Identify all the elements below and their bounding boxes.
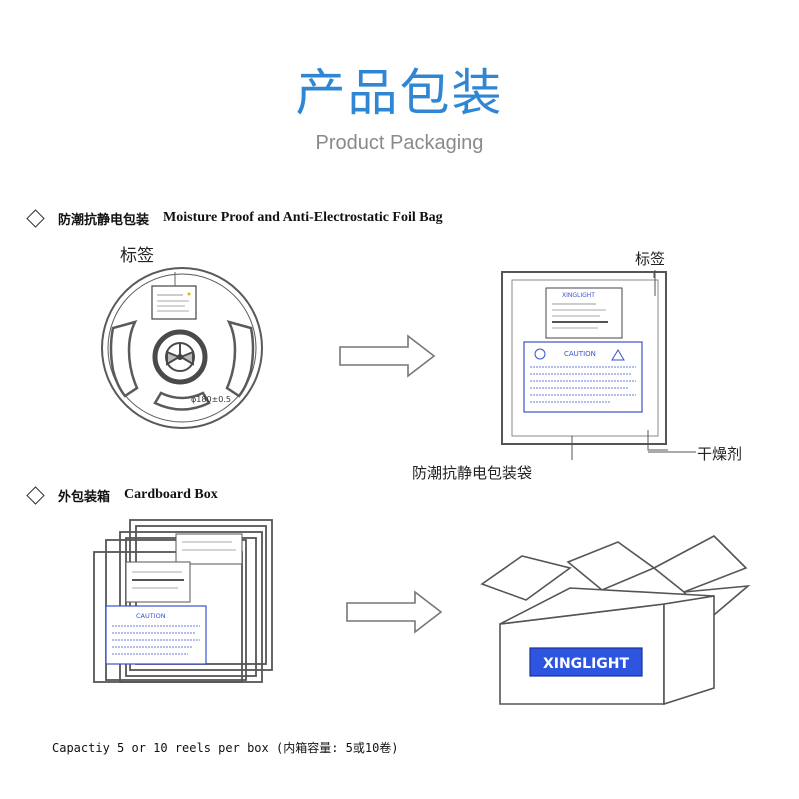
section-label-cn: 防潮抗静电包装 — [58, 212, 150, 228]
stacked-packages-diagram: CAUTION — [93, 519, 273, 683]
diamond-bullet-icon — [26, 208, 45, 228]
page-title: 产品包装 — [295, 64, 504, 122]
bag-label-leader — [654, 270, 656, 296]
arrow-right-icon — [339, 334, 436, 378]
stacked-label-stickers — [125, 533, 243, 603]
diamond-bullet-icon — [26, 485, 45, 505]
stacked-caution-label: CAUTION — [105, 605, 207, 665]
box-brand-text: XINGLIGHT — [543, 656, 630, 672]
box-outline — [480, 535, 751, 706]
cardboard-box-diagram: XINGLIGHT — [480, 535, 751, 706]
bag-caption-text: 防潮抗静电包装袋 — [412, 464, 533, 482]
reel-windows — [109, 320, 255, 411]
desiccant-leader — [648, 451, 696, 453]
reel-outline — [101, 267, 263, 429]
caution-text: CAUTION — [564, 350, 596, 358]
capacity-caption: Capactiy 5 or 10 reels per box (内箱容量: 5或… — [52, 741, 399, 755]
section-heading-cardboard-box: 外包装箱 Cardboard Box — [25, 484, 218, 506]
arrow-right-icon — [346, 590, 443, 634]
reel-label-sticker — [151, 285, 197, 320]
section-heading-foil-bag: 防潮抗静电包装 Moisture Proof and Anti-Electros… — [25, 207, 443, 229]
section-label-cn: 外包装箱 — [58, 489, 111, 505]
bag-label-sticker: XINGLIGHT — [545, 287, 623, 339]
box-brand-logo: XINGLIGHT — [529, 647, 643, 677]
reel-hub — [152, 329, 208, 385]
reel-diameter-text: φ180±0.5 — [191, 395, 231, 404]
caution-text-small: CAUTION — [136, 612, 166, 620]
reel-diagram: φ180±0.5 — [101, 267, 263, 429]
desiccant-label-text: 干燥剂 — [697, 445, 743, 463]
esd-caution-label: CAUTION — [523, 341, 643, 413]
brand-small-text: XINGLIGHT — [562, 292, 595, 299]
section-label-en: Cardboard Box — [124, 487, 218, 502]
page-subtitle: Product Packaging — [315, 132, 484, 154]
bag-label-text: 标签 — [635, 250, 666, 268]
foil-bag-diagram: XINGLIGHT CAUTION — [501, 271, 668, 460]
reel-label-text: 标签 — [120, 246, 154, 266]
section-label-en: Moisture Proof and Anti-Electrostatic Fo… — [163, 210, 443, 225]
